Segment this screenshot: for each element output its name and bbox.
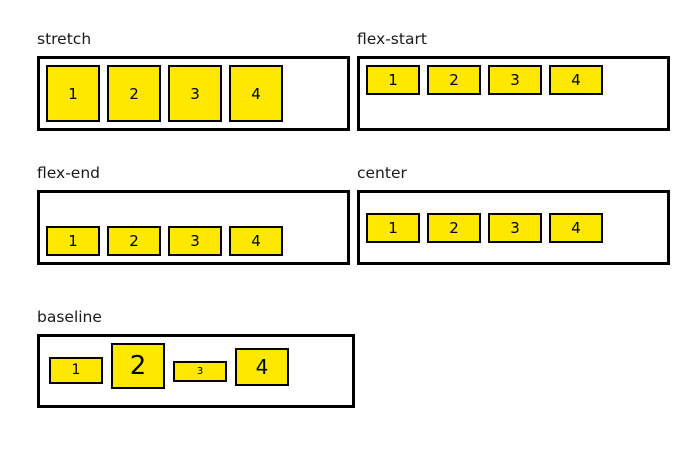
flex-item[interactable]: 4 [229,226,283,256]
demo-label-stretch: stretch [37,30,92,48]
flex-item[interactable]: 2 [427,65,481,95]
flex-item[interactable]: 2 [107,65,161,122]
flex-item[interactable]: 1 [46,65,100,122]
flex-container-center: 1 2 3 4 [357,190,670,265]
flex-container-stretch: 1 2 3 4 [37,56,350,131]
flex-item[interactable]: 3 [168,226,222,256]
demo-flex-start: flex-start 1 2 3 4 [357,30,670,131]
flex-item[interactable]: 3 [173,361,227,382]
flex-container-flex-end: 1 2 3 4 [37,190,350,265]
demo-stretch: stretch 1 2 3 4 [37,30,350,131]
demo-label-baseline: baseline [37,308,102,326]
flex-item[interactable]: 1 [366,212,420,243]
flex-item[interactable]: 4 [549,65,603,95]
flex-item[interactable]: 3 [488,65,542,95]
flex-item[interactable]: 2 [111,343,165,389]
flex-item[interactable]: 4 [229,65,283,122]
flex-item[interactable]: 1 [49,356,103,384]
demo-label-flex-start: flex-start [357,30,427,48]
flex-item[interactable]: 4 [235,348,289,386]
demo-label-flex-end: flex-end [37,164,100,182]
flex-item[interactable]: 1 [366,65,420,95]
flex-item[interactable]: 2 [427,212,481,243]
flex-container-flex-start: 1 2 3 4 [357,56,670,131]
flex-item[interactable]: 2 [107,226,161,256]
demo-flex-end: flex-end 1 2 3 4 [37,164,350,265]
flex-item[interactable]: 3 [488,212,542,243]
flex-container-baseline: 1 2 3 4 [37,334,355,408]
flex-item[interactable]: 3 [168,65,222,122]
flex-item[interactable]: 1 [46,226,100,256]
demo-baseline: baseline 1 2 3 4 [37,308,355,408]
demo-label-center: center [357,164,407,182]
demo-center: center 1 2 3 4 [357,164,670,265]
flex-item[interactable]: 4 [549,212,603,243]
